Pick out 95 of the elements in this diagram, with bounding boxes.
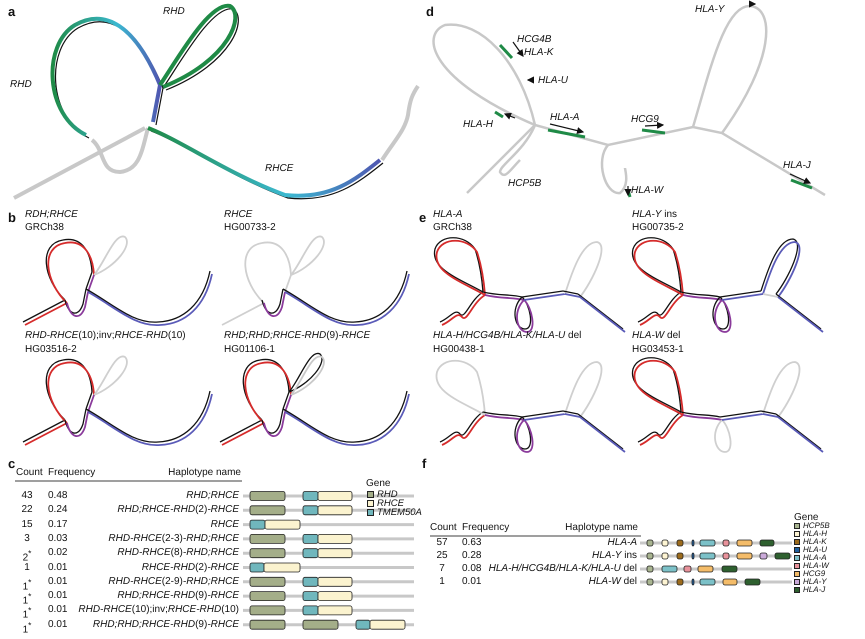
haplotype-name: RHD-RHCE(8)-RHD;RHCE	[117, 547, 239, 560]
count-value: 7	[438, 563, 446, 575]
legend-label: HLA-W	[803, 562, 829, 570]
legend-label: RHD	[377, 490, 398, 499]
frequency-value: 0.01	[462, 576, 482, 588]
frequency-value: 0.63	[462, 537, 482, 549]
gene-label: RHCE	[265, 163, 294, 175]
gene-label: RHD	[163, 6, 185, 18]
sample-id: HG03453-1	[632, 344, 684, 356]
haplotype-label: HLA-Y ins	[632, 209, 678, 221]
haplotype-label: RHD;RHD;RHCE-RHD(9)-RHCE	[224, 330, 370, 342]
count-value: 22	[20, 504, 34, 516]
count-value: 15	[20, 518, 34, 531]
column-header: Frequency	[462, 522, 510, 534]
haplotype-name: RHD-RHCE(2-9)-RHD;RHCE	[108, 576, 239, 588]
legend-title: Gene	[366, 478, 390, 490]
frequency-value: 0.01	[48, 618, 68, 631]
count-value: 57	[435, 537, 449, 549]
column-header: Haplotype name	[168, 467, 241, 479]
legend-label: TMEM50A	[377, 508, 422, 517]
panel-letter: f	[422, 457, 426, 471]
legend-label: RHCE	[377, 499, 404, 508]
legend-label: HLA-H	[803, 530, 828, 538]
legend-label: HLA-A	[803, 554, 827, 562]
count-value: 25	[435, 550, 449, 562]
panel-letter: d	[426, 5, 434, 19]
haplotype-name: HLA-H/HCG4B/HLA-K/HLA-U del	[488, 563, 637, 575]
count-value: 1	[23, 562, 31, 574]
haplotype-name: RHD;RHCE-RHD(9)-RHCE	[117, 590, 239, 602]
haplotype-name: HLA-Y ins	[592, 550, 637, 562]
gene-label: HLA-W	[631, 185, 664, 197]
frequency-value: 0.28	[462, 550, 482, 562]
count-value: 43	[20, 490, 34, 502]
frequency-value: 0.17	[48, 518, 68, 531]
sample-id: HG03516-2	[25, 344, 77, 356]
legend-label: HLA-J	[803, 586, 826, 594]
haplotype-name: RHD-RHCE(10);inv;RHCE-RHD(10)	[78, 604, 239, 616]
sample-id: HG00735-2	[632, 222, 684, 234]
legend-label: HCP5B	[803, 522, 830, 530]
count-value: 3	[23, 532, 31, 545]
sample-id: GRCh38	[25, 222, 64, 234]
sample-id: HG01106-1	[224, 344, 275, 356]
count-value: 2$^{*}$	[22, 547, 32, 564]
legend-title: Gene	[794, 512, 818, 523]
count-value: 1$^{*}$	[22, 576, 32, 593]
gene-label: HLA-K	[524, 47, 554, 59]
gene-label: HLA-A	[550, 112, 580, 124]
frequency-value: 0.01	[48, 576, 68, 588]
column-header: Count	[430, 522, 457, 534]
gene-label: HLA-Y	[695, 4, 724, 16]
panel-letter: a	[8, 5, 16, 19]
panel-letter: e	[419, 211, 426, 225]
panel-letter: b	[8, 211, 16, 225]
frequency-value: 0.01	[48, 590, 68, 602]
haplotype-name: RHD;RHCE	[186, 490, 239, 502]
gene-label: HCP5B	[508, 178, 542, 190]
frequency-value: 0.01	[48, 604, 68, 616]
gene-label: HLA-U	[538, 75, 568, 87]
haplotype-label: RHCE	[224, 209, 252, 221]
count-value: 1$^{*}$	[22, 590, 32, 607]
frequency-value: 0.08	[462, 563, 482, 575]
gene-label: HLA-H	[463, 119, 494, 131]
haplotype-name: RHCE	[210, 518, 239, 531]
legend-label: HLA-Y	[803, 578, 827, 586]
sample-id: HG00438-1	[433, 344, 485, 356]
frequency-value: 0.03	[48, 532, 68, 545]
haplotype-name: HLA-W del	[588, 576, 637, 588]
gene-label: HCG4B	[517, 34, 552, 46]
column-header: Haplotype name	[565, 522, 638, 534]
haplotype-label: HLA-H/HCG4B/HLA-K/HLA-U del	[433, 330, 582, 342]
frequency-value: 0.48	[48, 490, 68, 502]
haplotype-name: HLA-A	[608, 537, 637, 549]
haplotype-label: RHD-RHCE(10);inv;RHCE-RHD(10)	[25, 330, 186, 342]
legend-label: HCG9	[803, 570, 826, 578]
haplotype-name: RHCE-RHD(2)-RHCE	[142, 562, 239, 574]
panel-letter: c	[8, 457, 16, 471]
count-value: 1	[438, 576, 446, 588]
legend-label: HLA-K	[803, 538, 827, 546]
sample-id: HG00733-2	[224, 222, 276, 234]
frequency-value: 0.02	[48, 547, 68, 560]
frequency-value: 0.01	[48, 562, 68, 574]
sample-id: GRCh38	[433, 222, 472, 234]
haplotype-name: RHD-RHCE(2-3)-RHD;RHCE	[108, 532, 239, 545]
haplotype-name: RHD;RHCE-RHD(2)-RHCE	[117, 504, 239, 516]
gene-label: RHD	[10, 79, 32, 91]
column-header: Count	[16, 467, 43, 479]
legend-label: HLA-U	[803, 546, 828, 554]
frequency-value: 0.24	[48, 504, 68, 516]
column-header: Frequency	[48, 467, 96, 479]
haplotype-label: RDH;RHCE	[25, 209, 78, 221]
haplotype-label: HLA-W del	[632, 330, 680, 342]
haplotype-label: HLA-A	[433, 209, 462, 221]
gene-label: HLA-J	[783, 160, 811, 172]
haplotype-name: RHD;RHD;RHCE-RHD(9)-RHCE	[92, 618, 239, 631]
gene-label: HCG9	[631, 114, 659, 126]
